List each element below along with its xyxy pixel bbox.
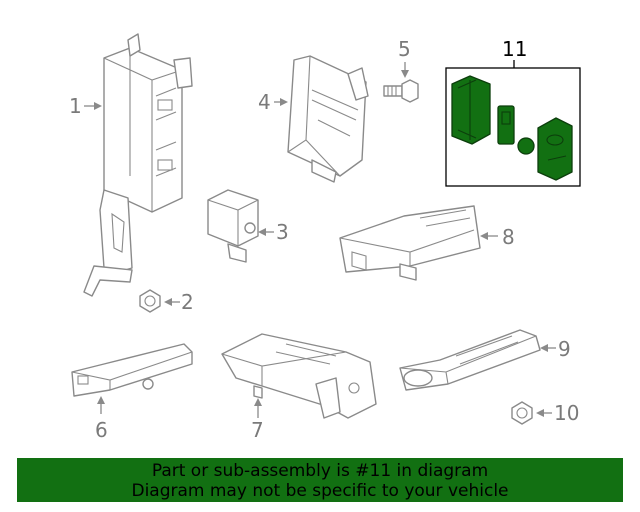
part-7-bracket[interactable] — [221, 333, 377, 419]
callout-2: 2 — [164, 290, 194, 314]
footer-line-2: Diagram may not be specific to your vehi… — [131, 481, 509, 501]
callout-3-label: 3 — [276, 220, 289, 244]
callout-1: 1 — [69, 94, 102, 118]
callout-9: 9 — [540, 337, 571, 361]
callout-5: 5 — [398, 37, 411, 78]
part-8-sensor-module[interactable] — [339, 205, 481, 281]
callout-6: 6 — [95, 396, 108, 442]
callout-2-label: 2 — [181, 290, 194, 314]
callout-1-label: 1 — [69, 94, 82, 118]
part-6-antenna[interactable] — [71, 343, 193, 397]
part-2-nut[interactable] — [139, 289, 161, 313]
callout-11: 11 — [502, 37, 527, 68]
callout-7-label: 7 — [251, 418, 264, 442]
part-3-relay[interactable] — [207, 189, 259, 263]
part-5-bolt[interactable] — [383, 79, 419, 103]
callout-5-label: 5 — [398, 37, 411, 61]
part-9-antenna-bar[interactable] — [399, 329, 541, 391]
callout-7: 7 — [251, 398, 264, 442]
callout-4: 4 — [258, 90, 288, 114]
callout-10: 10 — [536, 401, 579, 425]
parts-diagram: 1 2 3 4 5 — [69, 33, 581, 442]
callout-10-label: 10 — [554, 401, 579, 425]
callout-6-label: 6 — [95, 418, 108, 442]
callout-8-label: 8 — [502, 225, 515, 249]
callout-9-label: 9 — [558, 337, 571, 361]
callout-3: 3 — [258, 220, 289, 244]
callout-4-label: 4 — [258, 90, 271, 114]
part-10-nut[interactable] — [511, 401, 533, 425]
callout-8: 8 — [480, 225, 515, 249]
footer-banner: Part or sub-assembly is #11 in diagram D… — [17, 458, 623, 502]
part-1-control-module[interactable] — [83, 33, 193, 297]
footer-line-1: Part or sub-assembly is #11 in diagram — [151, 461, 489, 481]
callout-11-label: 11 — [502, 37, 527, 61]
part-11-key-fob-kit[interactable] — [445, 67, 581, 187]
part-4-module[interactable] — [287, 55, 369, 183]
